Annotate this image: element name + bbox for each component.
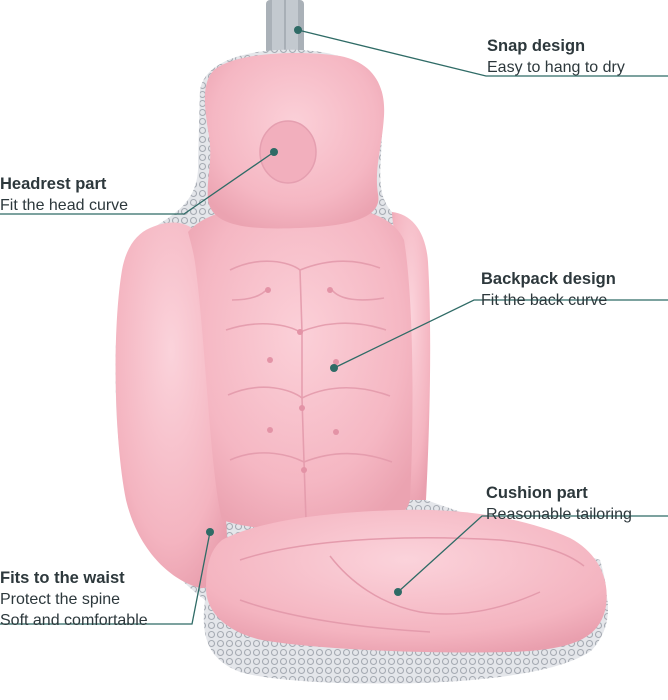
callout-title: Fits to the waist xyxy=(0,569,125,587)
tufting-seams xyxy=(225,260,393,521)
callout-description: Easy to hang to dry xyxy=(487,59,625,76)
callout-dots xyxy=(206,26,402,596)
callout-cushion-part: Cushion part Reasonable tailoring xyxy=(486,482,632,525)
callout-title: Backpack design xyxy=(481,270,616,288)
tufting-buttons xyxy=(265,287,339,473)
callout-snap-design: Snap design Easy to hang to dry xyxy=(487,35,625,78)
back-pad xyxy=(188,204,413,531)
callout-title: Headrest part xyxy=(0,175,107,193)
callout-description: Soft and comfortable xyxy=(0,612,148,629)
callout-backpack-design: Backpack design Fit the back curve xyxy=(481,268,616,311)
callout-description: Fit the head curve xyxy=(0,197,129,214)
callout-title: Cushion part xyxy=(486,484,588,502)
callout-title: Snap design xyxy=(487,37,586,55)
callout-headrest-part: Headrest part Fit the head curve xyxy=(0,173,128,216)
callout-fits-waist: Fits to the waist Protect the spine Soft… xyxy=(0,567,148,631)
callout-description: Reasonable tailoring xyxy=(486,506,632,523)
headrest-circle xyxy=(259,120,317,184)
callout-lines xyxy=(0,29,668,625)
callout-description: Protect the spine xyxy=(0,591,121,608)
left-side-bolster xyxy=(115,222,227,589)
callout-description: Fit the back curve xyxy=(481,292,608,309)
seat-seams xyxy=(239,537,585,633)
